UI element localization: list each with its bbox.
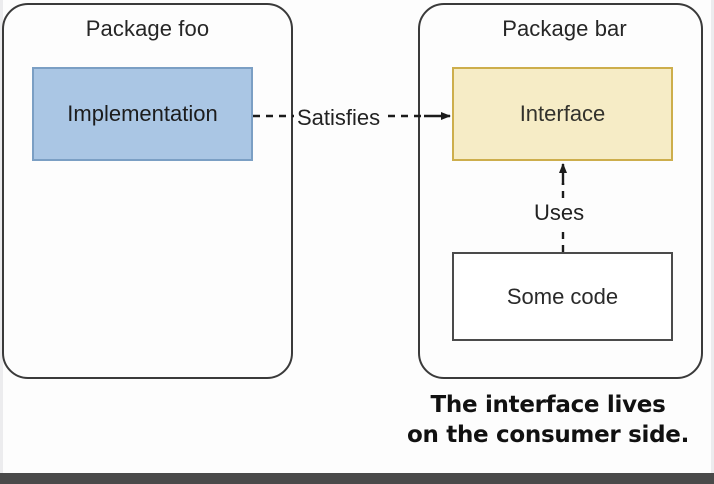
package-bar-title: Package bar <box>502 16 627 41</box>
node-interface-label: Interface <box>519 101 606 126</box>
package-bar-container[interactable]: Package bar <box>418 3 703 379</box>
caption: The interface lives on the consumer side… <box>384 390 712 451</box>
bottom-bar <box>0 473 714 484</box>
node-implementation-label: Implementation <box>67 101 218 126</box>
edge-label-uses: Uses <box>528 200 591 226</box>
caption-line-2: on the consumer side. <box>406 422 690 449</box>
caption-line-1: The interface lives <box>430 392 666 418</box>
node-interface[interactable]: Interface <box>452 67 673 161</box>
node-implementation[interactable]: Implementation <box>32 67 253 161</box>
right-edge-strip <box>711 0 714 473</box>
package-foo-title: Package foo <box>85 16 210 41</box>
package-foo-container[interactable]: Package foo <box>2 3 293 379</box>
node-some-code[interactable]: Some code <box>452 252 673 341</box>
node-some-code-label: Some code <box>506 283 619 309</box>
left-edge-strip <box>0 0 3 473</box>
edge-label-satisfies: Satisfies <box>294 105 384 131</box>
